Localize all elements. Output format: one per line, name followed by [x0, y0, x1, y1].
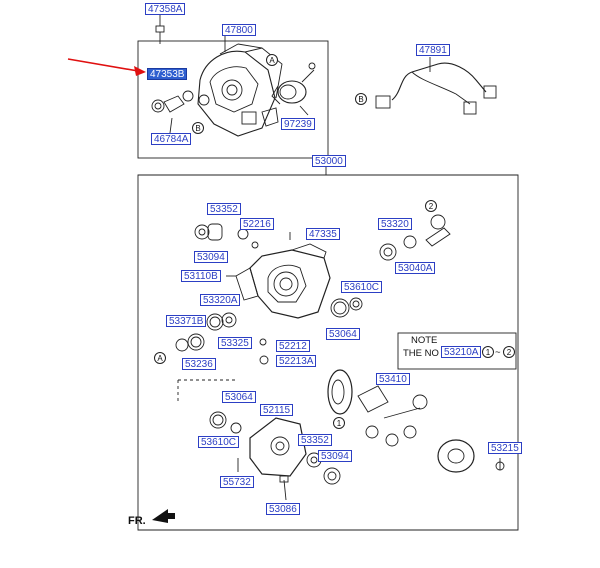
part-label-53210A[interactable]: 53210A — [441, 346, 482, 358]
part-label-53064-right[interactable]: 53064 — [326, 328, 360, 340]
part-label-47891[interactable]: 47891 — [416, 44, 450, 56]
callout-a-lower: A — [154, 352, 166, 364]
part-label-53110B[interactable]: 53110B — [181, 270, 221, 282]
part-label-53325[interactable]: 53325 — [218, 337, 252, 349]
differential-assembly-frame — [137, 174, 519, 531]
part-label-46784A[interactable]: 46784A — [151, 133, 192, 145]
note-title: NOTE — [411, 335, 438, 346]
part-label-53236[interactable]: 53236 — [182, 358, 216, 370]
pointer-arrow — [67, 58, 139, 72]
pointer-arrowhead — [134, 66, 146, 76]
part-label-53610C-lower[interactable]: 53610C — [198, 436, 240, 448]
part-label-53371B[interactable]: 53371B — [166, 315, 207, 327]
note-callout-2: 2 — [503, 346, 515, 358]
front-direction-arrow — [152, 509, 175, 523]
part-label-53094-upper[interactable]: 53094 — [194, 251, 228, 263]
part-label-52115[interactable]: 52115 — [260, 404, 294, 416]
part-label-52216[interactable]: 52216 — [240, 218, 274, 230]
part-label-55732[interactable]: 55732 — [220, 476, 254, 488]
part-label-53040A[interactable]: 53040A — [395, 262, 436, 274]
part-label-47335[interactable]: 47335 — [306, 228, 340, 240]
part-label-53215[interactable]: 53215 — [488, 442, 522, 454]
note-callout-1: 1 — [482, 346, 494, 358]
part-label-53320A[interactable]: 53320A — [200, 294, 241, 306]
part-label-52212[interactable]: 52212 — [276, 340, 310, 352]
part-label-53086[interactable]: 53086 — [266, 503, 300, 515]
part-label-52213A[interactable]: 52213A — [276, 355, 317, 367]
part-label-53000[interactable]: 53000 — [312, 155, 346, 167]
part-label-97239[interactable]: 97239 — [281, 118, 315, 130]
part-label-53320[interactable]: 53320 — [378, 218, 412, 230]
callout-b-harness: B — [355, 93, 367, 105]
callout-1: 1 — [333, 417, 345, 429]
part-label-53410[interactable]: 53410 — [376, 373, 410, 385]
part-label-53064-lower[interactable]: 53064 — [222, 391, 256, 403]
front-direction-label: FR. — [128, 515, 146, 527]
part-label-53352-lower[interactable]: 53352 — [298, 434, 332, 446]
callout-a-top: A — [266, 54, 278, 66]
part-label-47353B[interactable]: 47353B — [147, 68, 188, 80]
note-range-separator: ~ — [495, 347, 501, 358]
callout-2: 2 — [425, 200, 437, 212]
part-label-53094-lower[interactable]: 53094 — [318, 450, 352, 462]
part-label-53610C-upper[interactable]: 53610C — [341, 281, 383, 293]
note-text: THE NO — [403, 348, 439, 359]
transfer-assembly-frame — [137, 40, 329, 159]
part-label-47800[interactable]: 47800 — [222, 24, 256, 36]
part-label-47358A[interactable]: 47358A — [145, 3, 186, 15]
part-label-53352-upper[interactable]: 53352 — [207, 203, 241, 215]
callout-b-top: B — [192, 122, 204, 134]
